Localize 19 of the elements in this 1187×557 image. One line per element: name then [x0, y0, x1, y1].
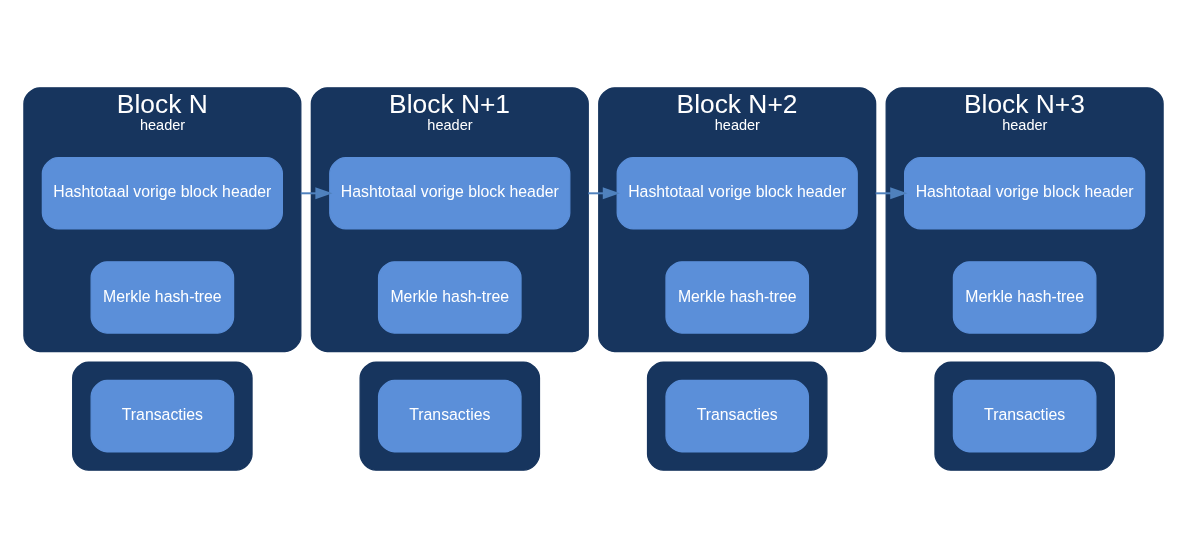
node-box: Transacties [665, 379, 810, 452]
cluster [72, 360, 253, 471]
cluster [934, 360, 1115, 471]
node-box: Merkle hash-tree [377, 260, 522, 334]
node-box: Transacties [377, 379, 522, 452]
node-box: Merkle hash-tree [90, 260, 235, 334]
arrow [874, 186, 908, 199]
cluster [646, 360, 828, 471]
node-box: Hashtotaal vorige block header [616, 156, 858, 230]
node-box: Hashtotaal vorige block header [41, 156, 283, 230]
node-box: Transacties [90, 379, 235, 452]
arrow [299, 186, 333, 199]
arrow [587, 186, 620, 199]
node-box: Hashtotaal vorige block header [904, 156, 1146, 230]
node-box: Hashtotaal vorige block header [329, 156, 571, 230]
node-box: Transacties [952, 379, 1097, 452]
cluster [359, 360, 541, 471]
node-box: Merkle hash-tree [952, 260, 1097, 334]
node-box: Merkle hash-tree [665, 260, 810, 334]
